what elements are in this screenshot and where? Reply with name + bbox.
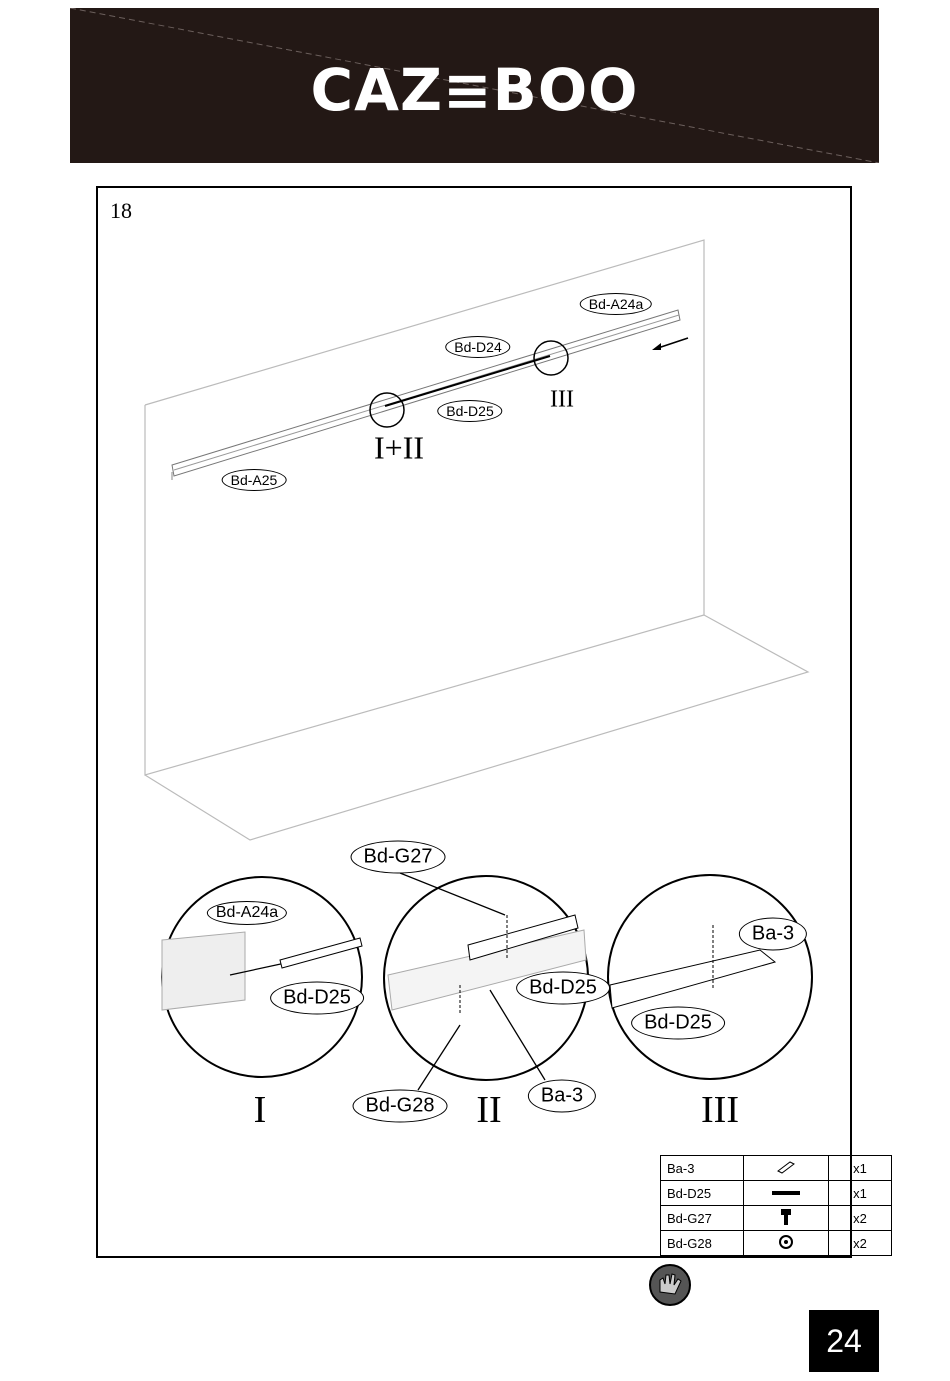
part-code: Ba-3 xyxy=(661,1156,744,1181)
parts-row: Bd-G27 x2 xyxy=(661,1206,892,1231)
label-bd-a25: Bd-A25 xyxy=(222,469,287,491)
nut-icon xyxy=(778,1234,794,1250)
wall-panel xyxy=(145,240,808,840)
gloves-icon xyxy=(648,1264,694,1306)
detail-marker-i: I xyxy=(254,1088,267,1132)
label-bd-a24a: Bd-A24a xyxy=(580,293,652,315)
part-code: Bd-G28 xyxy=(661,1231,744,1256)
parts-row: Bd-D25 x1 xyxy=(661,1181,892,1206)
part-qty: x2 xyxy=(829,1231,892,1256)
plate-icon xyxy=(776,1160,796,1174)
label-bd-d25: Bd-D25 xyxy=(437,400,502,422)
part-qty: x1 xyxy=(829,1156,892,1181)
label-ba-3-ii: Ba-3 xyxy=(528,1080,596,1113)
label-bd-d24: Bd-D24 xyxy=(445,336,510,358)
page-number: 24 xyxy=(809,1310,879,1372)
part-qty: x2 xyxy=(829,1206,892,1231)
label-ba-3-iii: Ba-3 xyxy=(739,918,807,951)
parts-row: Bd-G28 x2 xyxy=(661,1231,892,1256)
part-code: Bd-G27 xyxy=(661,1206,744,1231)
top-rail xyxy=(172,310,680,480)
detail-label-bd-a24a: Bd-A24a xyxy=(207,901,287,925)
part-code: Bd-D25 xyxy=(661,1181,744,1206)
marker-i-plus-ii: I+II xyxy=(374,430,424,467)
detail-label-bd-d25-iii: Bd-D25 xyxy=(631,1007,725,1040)
part-qty: x1 xyxy=(829,1181,892,1206)
marker-iii: III xyxy=(550,387,574,414)
bolt-icon xyxy=(779,1208,793,1226)
detail-label-bd-d25-ii: Bd-D25 xyxy=(516,972,610,1005)
label-bd-g28: Bd-G28 xyxy=(353,1090,448,1123)
detail-marker-ii: II xyxy=(476,1088,501,1132)
label-bd-g27: Bd-G27 xyxy=(351,841,446,874)
detail-marker-iii: III xyxy=(701,1088,739,1132)
detail-label-bd-d25-i: Bd-D25 xyxy=(270,982,364,1015)
detail-circle-iii xyxy=(608,875,812,1079)
parts-row: Ba-3 x1 xyxy=(661,1156,892,1181)
strip-icon xyxy=(770,1188,802,1198)
parts-table: Ba-3 x1 Bd-D25 x1 Bd-G27 x2 Bd-G28 x2 xyxy=(660,1155,892,1256)
